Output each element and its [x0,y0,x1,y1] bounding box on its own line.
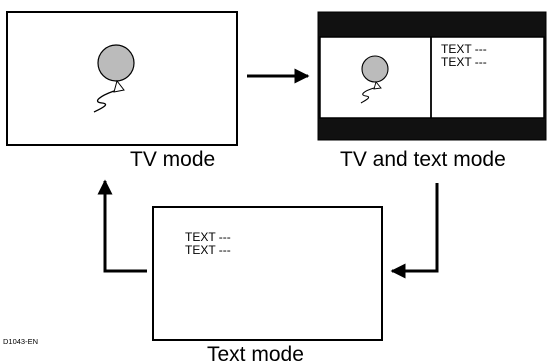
tv-and-text-mode-label: TV and text mode [340,148,506,171]
tv-text-line-1: TEXT --- [441,42,487,56]
text-mode-label: Text mode [207,343,304,363]
balloon-icon [360,55,389,104]
arrow-text-to-tv [97,179,147,273]
tv-text-line-2: TEXT --- [441,55,487,69]
text-mode-screen: TEXT --- TEXT --- [152,206,383,341]
tv-mode-screen [6,11,238,146]
text-mode-line-2: TEXT --- [185,243,231,257]
balloon-icon [93,44,135,113]
arrow-tv-text-to-text [390,183,439,279]
tv-mode-label: TV mode [130,148,215,171]
text-mode-line-1: TEXT --- [185,230,231,244]
figure-code: D1043-EN [3,337,38,346]
tv-and-text-mode-screen: TEXT --- TEXT --- [317,11,547,141]
